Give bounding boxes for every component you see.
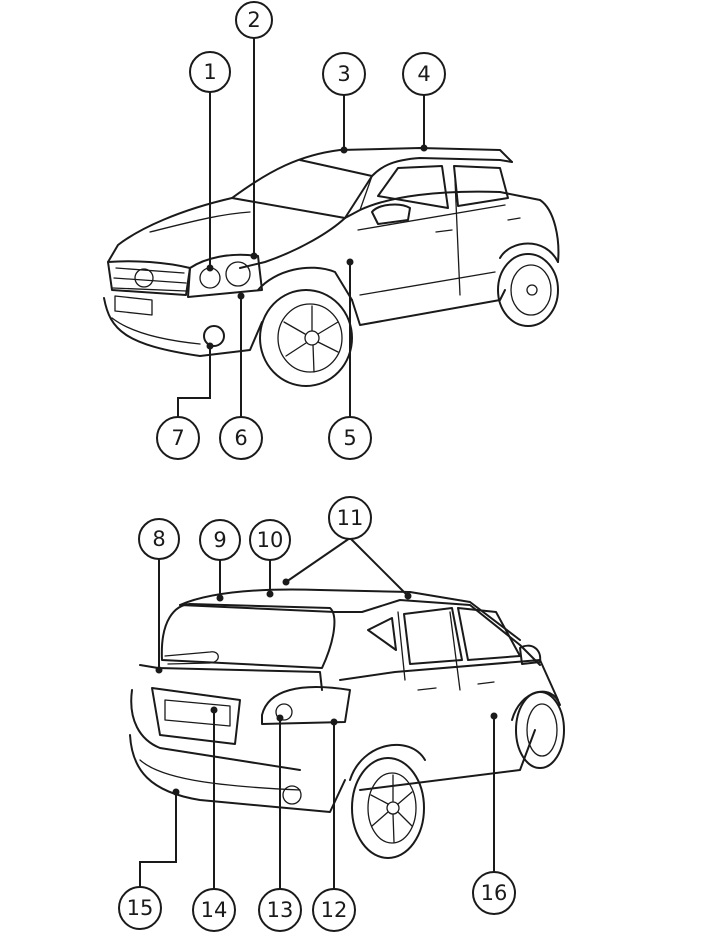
callout-15-label: 15: [127, 896, 154, 920]
rear-view-vehicle: [129, 588, 565, 859]
callout-1: 1: [189, 51, 231, 93]
callout-8-label: 8: [152, 527, 165, 551]
callout-8: 8: [138, 518, 180, 560]
callout-5: 5: [328, 416, 372, 460]
callout-11-label: 11: [337, 506, 364, 530]
callout-15: 15: [118, 886, 162, 930]
front-view-vehicle: [103, 147, 560, 387]
callout-3-label: 3: [337, 62, 350, 86]
callout-10: 10: [249, 519, 291, 561]
callout-12: 12: [312, 888, 356, 932]
callout-4-label: 4: [417, 62, 430, 86]
callout-1-label: 1: [203, 60, 216, 84]
callout-11: 11: [328, 496, 372, 540]
callout-14-label: 14: [201, 898, 228, 922]
callout-4: 4: [402, 52, 446, 96]
callout-9-label: 9: [213, 528, 226, 552]
callout-9: 9: [199, 519, 241, 561]
callout-12-label: 12: [321, 898, 348, 922]
callout-7-label: 7: [171, 426, 184, 450]
callout-3: 3: [322, 52, 366, 96]
callout-13: 13: [258, 888, 302, 932]
callout-16-label: 16: [481, 881, 508, 905]
callout-6: 6: [219, 416, 263, 460]
leader-lines: [139, 38, 498, 890]
callout-13-label: 13: [267, 898, 294, 922]
callout-5-label: 5: [343, 426, 356, 450]
callout-10-label: 10: [257, 528, 284, 552]
callout-2: 2: [235, 1, 273, 39]
callout-7: 7: [156, 416, 200, 460]
callout-6-label: 6: [234, 426, 247, 450]
callout-2-label: 2: [247, 8, 260, 32]
callout-14: 14: [192, 888, 236, 932]
callout-16: 16: [472, 871, 516, 915]
